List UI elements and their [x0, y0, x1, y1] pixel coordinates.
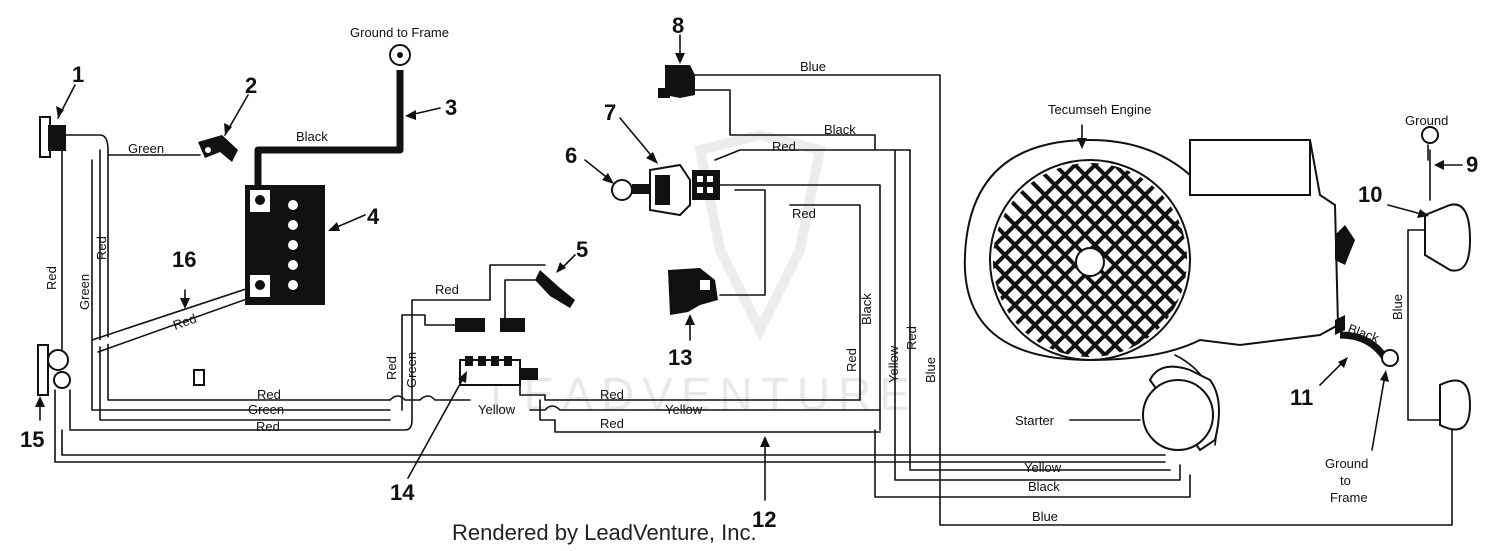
wire-label-red-1: Red [257, 387, 281, 402]
wire-label-red-sensor: Red [435, 282, 459, 297]
label-ground-right: Ground [1405, 113, 1448, 128]
label-ground-to-frame-top: Ground to Frame [350, 25, 449, 40]
callout-16: 16 [172, 247, 196, 272]
wire-label-red-14: Red [384, 356, 399, 380]
wire-label-blue-right: Blue [1390, 294, 1405, 320]
watermark-text: LEADVENTURE [490, 368, 918, 420]
callout-9: 9 [1466, 152, 1478, 177]
wire-label-green-switch: Green [128, 141, 164, 156]
callout-4: 4 [367, 204, 380, 229]
wire-label-red-4: Red [600, 416, 624, 431]
wire-label-red-3: Red [600, 387, 624, 402]
wire-harness [54, 74, 1453, 526]
wire-label-black-top: Black [824, 122, 856, 137]
component-4-battery [245, 185, 325, 305]
label-engine: Tecumseh Engine [1048, 102, 1151, 117]
callout-3: 3 [445, 95, 457, 120]
callout-8: 8 [672, 13, 684, 38]
wire-label-red-2: Red [256, 419, 280, 434]
tecumseh-engine [963, 138, 1355, 452]
wire-label-green-left: Green [77, 274, 92, 310]
callout-13: 13 [668, 345, 692, 370]
wire-label-green-14: Green [404, 352, 419, 388]
component-13-solenoid [668, 268, 718, 315]
callout-12: 12 [752, 507, 776, 532]
wire-label-red-cable: Red [171, 311, 199, 333]
inline-fuse [193, 369, 205, 386]
callout-2: 2 [245, 73, 257, 98]
component-6-key [611, 179, 652, 201]
callout-11: 11 [1290, 385, 1313, 410]
label-starter: Starter [1015, 413, 1055, 428]
wire-label-yellow-2: Yellow [665, 402, 703, 417]
wire-label-black-v1: Black [859, 293, 874, 325]
callout-1: 1 [72, 62, 84, 87]
ground-to-frame-bottom [1381, 349, 1399, 367]
wire-label-red-top: Red [772, 139, 796, 154]
wire-label-black-battery: Black [296, 129, 328, 144]
callout-7: 7 [604, 100, 616, 125]
component-2-switch [198, 135, 238, 162]
callout-5: 5 [576, 237, 588, 262]
wire-label-red-v2: Red [904, 326, 919, 350]
callout-14: 14 [390, 480, 415, 505]
wire-label-blue-top: Blue [800, 59, 826, 74]
wire-label-blue-bottom: Blue [1032, 509, 1058, 524]
wire-label-red-v1: Red [844, 348, 859, 372]
label-ground-to-frame-bottom-3: Frame [1330, 490, 1368, 505]
watermark: LEADVENTURE [490, 129, 918, 420]
wire-label-blue-v1: Blue [923, 357, 938, 383]
wire-label-yellow-1: Yellow [478, 402, 516, 417]
black-battery-cable [254, 70, 404, 190]
ground-to-frame-top [389, 44, 411, 66]
leader-lines [35, 34, 1463, 501]
red-battery-cable [94, 287, 259, 348]
component-7-ignition-switch [649, 163, 720, 217]
component-15-switch [37, 344, 71, 396]
wire-label-red-left-2: Red [94, 236, 109, 260]
component-14-connector-block [455, 318, 538, 386]
component-10-headlights [1424, 203, 1472, 431]
callout-10: 10 [1358, 182, 1382, 207]
callout-15: 15 [20, 427, 44, 452]
wire-label-green-1: Green [248, 402, 284, 417]
component-1-switch [39, 116, 66, 158]
wire-label-yellow-3: Yellow [1024, 460, 1062, 475]
footer-credit: Rendered by LeadVenture, Inc. [452, 520, 757, 545]
component-8-connector [658, 65, 695, 98]
label-ground-to-frame-bottom-1: Ground [1325, 456, 1368, 471]
ground-right [1421, 126, 1439, 144]
label-ground-to-frame-bottom-2: to [1340, 473, 1351, 488]
wire-label-red-left: Red [44, 266, 59, 290]
wire-label-black-bottom: Black [1028, 479, 1060, 494]
wire-label-red-mid: Red [792, 206, 816, 221]
component-5-sensor [535, 270, 575, 308]
callout-6: 6 [565, 143, 577, 168]
wire-label-yellow-v1: Yellow [886, 345, 901, 383]
